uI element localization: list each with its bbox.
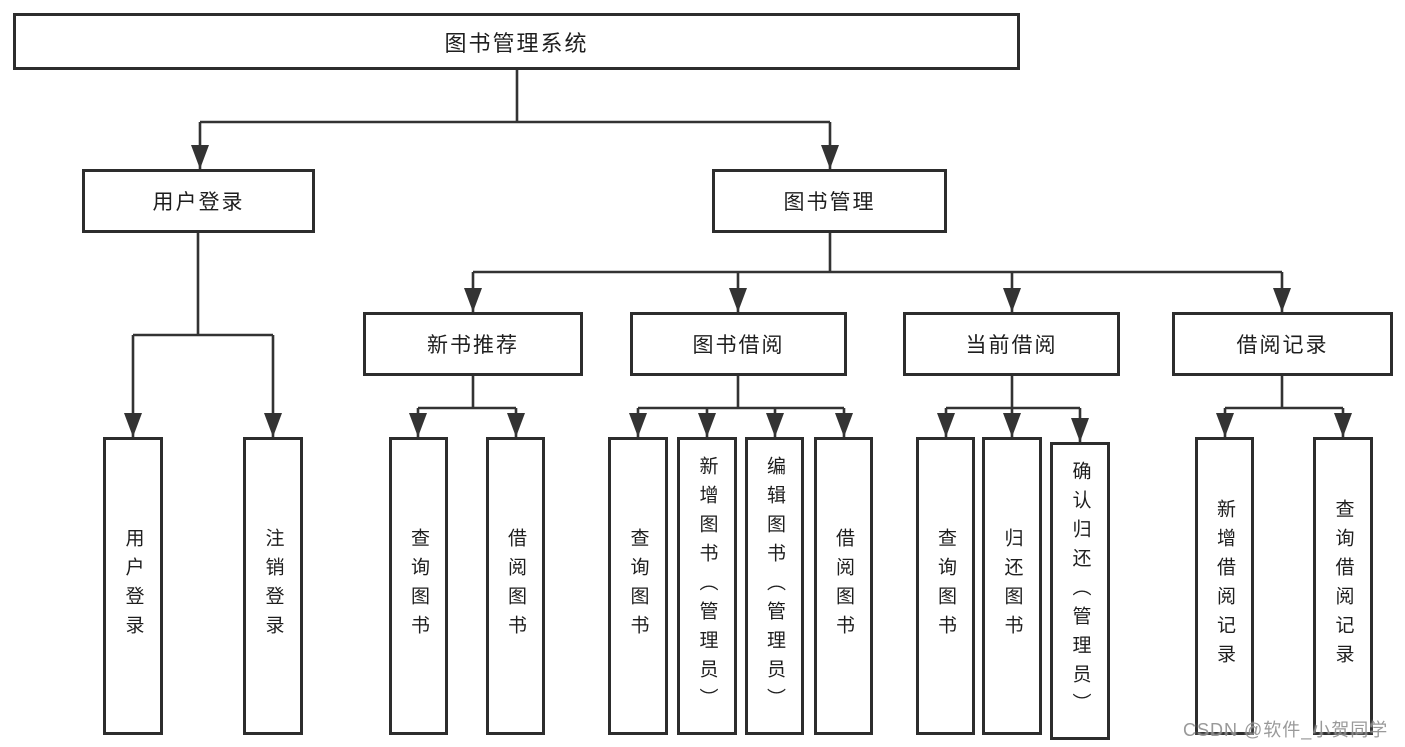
leaf-edit-books-admin: 编辑图书（管理员） (745, 437, 804, 735)
arrow-down-icon (191, 145, 209, 169)
leaf-query-books-recommend-label: 查询图书 (408, 528, 429, 644)
leaf-add-borrow-record-label: 新增借阅记录 (1214, 499, 1235, 673)
node-current-borrowing: 当前借阅 (903, 312, 1120, 376)
node-new-book-recommend: 新书推荐 (363, 312, 583, 376)
leaf-add-borrow-record: 新增借阅记录 (1195, 437, 1254, 735)
arrow-down-icon (629, 413, 647, 437)
arrow-down-icon (464, 288, 482, 312)
leaf-borrow-books-label: 借阅图书 (833, 528, 854, 644)
leaf-user-login: 用户登录 (103, 437, 163, 735)
leaf-borrow-books: 借阅图书 (814, 437, 873, 735)
arrow-down-icon (1334, 413, 1352, 437)
leaf-add-books-admin-label: 新增图书（管理员） (696, 455, 718, 717)
arrow-down-icon (124, 413, 142, 437)
leaf-query-borrow-record: 查询借阅记录 (1313, 437, 1373, 735)
leaf-return-books-label: 归还图书 (1001, 528, 1023, 644)
connector-path (131, 70, 1345, 442)
arrow-down-icon (835, 413, 853, 437)
node-book-borrowing: 图书借阅 (630, 312, 847, 376)
leaf-query-books-recommend: 查询图书 (389, 437, 448, 735)
arrow-down-icon (1003, 288, 1021, 312)
csdn-watermark: CSDN @软件_小贺同学 (1183, 720, 1389, 740)
node-current-borrowing-label: 当前借阅 (965, 334, 1058, 357)
leaf-confirm-return-admin: 确认归还（管理员） (1050, 442, 1110, 740)
arrow-down-icon (937, 413, 955, 437)
arrow-down-icon (1273, 288, 1291, 312)
arrow-down-icon (507, 413, 525, 437)
arrow-down-icon (1003, 413, 1021, 437)
arrow-down-icon (1216, 413, 1234, 437)
node-book-borrowing-label: 图书借阅 (692, 334, 785, 357)
node-library-system-label: 图书管理系统 (444, 30, 589, 56)
leaf-borrow-books-recommend: 借阅图书 (486, 437, 545, 735)
leaf-confirm-return-admin-label: 确认归还（管理员） (1069, 460, 1091, 722)
node-book-management: 图书管理 (712, 169, 947, 233)
leaf-logout: 注销登录 (243, 437, 303, 735)
arrow-down-icon (766, 413, 784, 437)
leaf-query-borrow-record-label: 查询借阅记录 (1332, 499, 1354, 673)
arrow-down-icon (729, 288, 747, 312)
leaf-query-books-borrowing-label: 查询图书 (627, 528, 649, 644)
leaf-query-books-current: 查询图书 (916, 437, 975, 735)
arrow-down-icon (698, 413, 716, 437)
leaf-logout-label: 注销登录 (262, 528, 284, 644)
leaf-query-books-borrowing: 查询图书 (608, 437, 668, 735)
arrow-down-icon (1071, 418, 1089, 442)
arrow-down-icon (264, 413, 282, 437)
leaf-return-books: 归还图书 (982, 437, 1042, 735)
node-borrow-records-label: 借阅记录 (1236, 334, 1329, 357)
arrow-down-icon (821, 145, 839, 169)
arrow-down-icon (409, 413, 427, 437)
node-borrow-records: 借阅记录 (1172, 312, 1393, 376)
node-new-book-recommend-label: 新书推荐 (427, 334, 519, 357)
leaf-user-login-label: 用户登录 (122, 528, 144, 644)
node-book-management-label: 图书管理 (783, 191, 876, 214)
node-library-system: 图书管理系统 (13, 13, 1020, 70)
leaf-query-books-current-label: 查询图书 (935, 528, 956, 644)
arrowheads (124, 145, 1352, 442)
leaf-edit-books-admin-label: 编辑图书（管理员） (764, 455, 785, 717)
leaf-add-books-admin: 新增图书（管理员） (677, 437, 737, 735)
node-user-login-group-label: 用户登录 (152, 191, 245, 214)
node-user-login-group: 用户登录 (82, 169, 315, 233)
leaf-borrow-books-recommend-label: 借阅图书 (505, 528, 526, 644)
